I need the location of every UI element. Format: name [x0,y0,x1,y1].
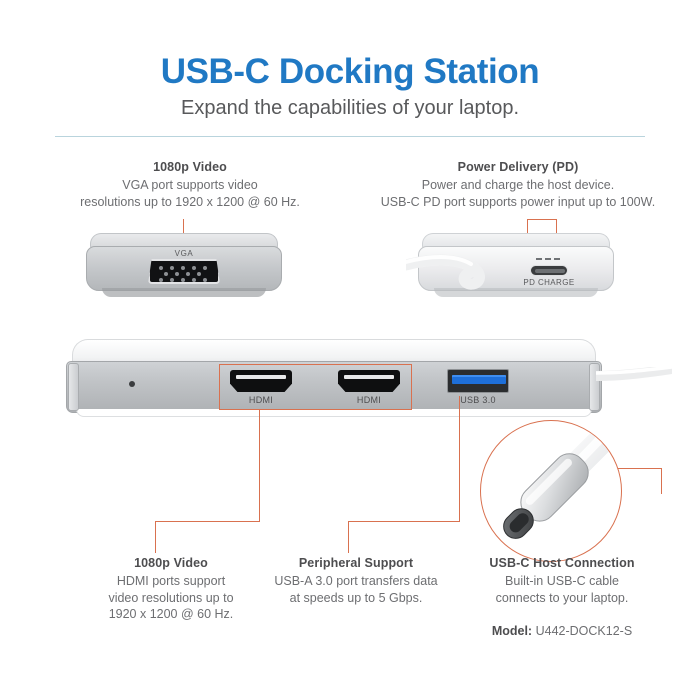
callout-vga-text: 1080p Video VGA port supports video reso… [42,160,338,210]
callout-pd-heading: Power Delivery (PD) [457,160,579,174]
dock-left-end-cap [68,363,79,411]
model-value: U442-DOCK12-S [535,624,633,638]
dock-right-end-cap [589,363,600,411]
callout-vga-line-2: resolutions up to 1920 x 1200 @ 60 Hz. [80,194,300,209]
callout-pd-line-2: USB-C PD port supports power input up to… [380,194,656,209]
page-title: USB-C Docking Station [160,52,540,91]
callout-pd-body: Power and charge the host device. USB-C … [352,177,684,210]
leader-line-hdmi-vertical [259,410,261,522]
callout-usba-line-2: at speeds up to 5 Gbps. [289,590,423,605]
pd-device-base-shadow [434,288,598,297]
hdmi-port-icon-1 [230,370,292,392]
leader-line-pd-horizontal [527,219,557,221]
leader-line-hdmi-drop [155,521,157,553]
usb-a-port-icon [447,369,509,393]
hdmi-port-label-2: HDMI [356,395,382,405]
led-indicator-icon [129,381,135,387]
callout-hdmi-line-1: HDMI ports support [116,574,226,588]
hdmi-port-label-1: HDMI [248,395,274,405]
callout-usba-text: Peripheral Support USB-A 3.0 port transf… [244,556,468,606]
vga-pin-grid [150,261,218,282]
leader-line-usbc-horizontal [616,468,662,470]
dock-device-image: HDMI HDMI USB 3.0 [66,339,672,423]
callout-usba-line-1: USB-A 3.0 port transfers data [274,574,438,588]
callout-vga-body: VGA port supports video resolutions up t… [42,177,338,210]
callout-vga-heading: 1080p Video [153,160,227,174]
model-label: Model: [491,624,533,638]
hdmi-port-icon-2 [338,370,400,392]
pd-device-top-face [422,233,610,249]
dock-output-cable [596,367,672,384]
callout-hdmi-heading: 1080p Video [134,556,208,570]
callout-hdmi-body: HDMI ports support video resolutions up … [58,573,284,623]
callout-hdmi-text: 1080p Video HDMI ports support video res… [58,556,284,623]
usb-c-port-icon [530,265,568,276]
usb-port-label: USB 3.0 [460,395,496,405]
callout-usbc-body: Built-in USB-C cable connects to your la… [448,573,676,606]
leader-line-usb-drop [348,521,350,553]
magnifier-circle-icon [480,420,622,562]
vga-device-base-shadow [102,288,266,297]
callout-vga-line-1: VGA port supports video [122,178,258,192]
vga-device-image: VGA [86,233,282,299]
callout-usbc-line-2: connects to your laptop. [495,590,629,605]
header-divider [55,136,645,137]
callout-hdmi-line-2: video resolutions up to [108,590,234,605]
vga-port-icon [148,259,220,284]
vga-device-top-face [90,233,278,249]
leader-line-usb-vertical [459,396,461,522]
pd-device-image: PD CHARGE [406,233,614,299]
leader-line-pd-vertical [527,219,529,233]
callout-pd-text: Power Delivery (PD) Power and charge the… [352,160,684,210]
pd-cable-loop [406,253,514,291]
pd-device-front-face [418,246,614,291]
leader-line-usbc-vertical [661,468,663,494]
callout-usba-body: USB-A 3.0 port transfers data at speeds … [244,573,468,606]
callout-usbc-text: USB-C Host Connection Built-in USB-C cab… [448,556,676,606]
callout-usba-heading: Peripheral Support [298,556,414,570]
callout-hdmi-line-3: 1920 x 1200 @ 60 Hz. [108,607,234,621]
page-subtitle: Expand the capabilities of your laptop. [181,97,519,119]
pd-port-label: PD CHARGE [523,278,575,287]
dock-top-face [72,339,596,365]
callout-usbc-line-1: Built-in USB-C cable [505,574,619,588]
hdmi-highlight-box [219,364,412,410]
dock-base-face [76,409,592,417]
vga-port-label: VGA [174,249,194,258]
model-number-line: Model: U442-DOCK12-S [448,624,676,638]
leader-line-hdmi-horizontal [155,521,260,523]
callout-usbc-heading: USB-C Host Connection [489,556,635,570]
leader-line-usb-horizontal [348,521,460,523]
callout-pd-line-1: Power and charge the host device. [421,178,615,192]
charge-indicator-icon [536,256,562,262]
